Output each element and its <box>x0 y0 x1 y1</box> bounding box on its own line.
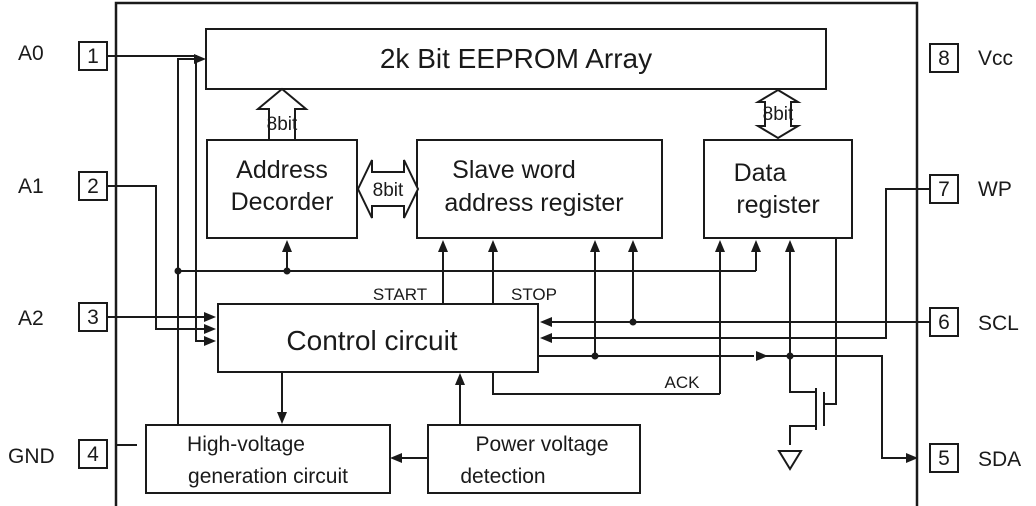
pin-wp-number: 7 <box>938 178 950 201</box>
control-circuit-label: Control circuit <box>286 325 457 356</box>
pin-vcc: 8 Vcc <box>929 43 1013 73</box>
eeprom-array-block: 2k Bit EEPROM Array <box>205 28 827 90</box>
wires <box>116 55 918 471</box>
pin-sda: 5 SDA <box>929 443 1021 473</box>
start-signal-label: START <box>373 285 427 304</box>
pin-wp-name: WP <box>978 178 1012 201</box>
pin-gnd-name: GND <box>8 445 55 468</box>
pvd-line2: detection <box>460 465 545 488</box>
slave-word-address-register-block: Slave word address register <box>416 139 663 239</box>
pin-scl-number: 6 <box>938 311 950 334</box>
pin-a1-number: 2 <box>87 175 99 198</box>
power-voltage-detection-block: Power voltage detection <box>427 424 641 494</box>
hv-line2: generation circuit <box>188 465 348 488</box>
pin-a0: A0 1 <box>18 41 137 71</box>
pin-scl: 6 SCL <box>918 307 1019 337</box>
high-voltage-generation-block: High-voltage generation circuit <box>145 424 391 494</box>
address-decoder-line1: Address <box>236 156 328 184</box>
hv-line1: High-voltage <box>187 433 305 456</box>
pin-a2-number: 3 <box>87 306 99 329</box>
pvd-line1: Power voltage <box>475 433 608 456</box>
arrowheads <box>194 54 918 463</box>
address-decoder-block: Address Decorder <box>206 139 358 239</box>
pin-sda-name: SDA <box>978 448 1021 471</box>
pin-wp: 7 WP <box>918 174 1012 204</box>
pin-a0-number: 1 <box>87 45 99 68</box>
bus-decoder-to-array-label: 8bit <box>267 114 298 135</box>
pin-a0-name: A0 <box>18 42 44 65</box>
address-decoder-line2: Decorder <box>231 188 334 216</box>
pin-a2-name: A2 <box>18 307 44 330</box>
data-register-block: Data register <box>703 139 853 239</box>
slave-register-line1: Slave word <box>452 156 576 184</box>
pin-gnd-number: 4 <box>87 443 99 466</box>
pin-sda-number: 5 <box>938 447 950 470</box>
stop-signal-label: STOP <box>511 285 557 304</box>
bus-decoder-to-array: 8bit <box>255 87 309 141</box>
bus-data-array: 8bit <box>754 88 802 140</box>
chip-outline <box>114 1 919 506</box>
pin-gnd: GND 4 <box>8 439 108 469</box>
control-circuit-block: Control circuit <box>217 303 539 373</box>
bus-decoder-slave-label: 8bit <box>373 180 404 201</box>
pin-vcc-name: Vcc <box>978 47 1013 70</box>
pin-a2: A2 3 <box>18 302 137 332</box>
data-register-line1: Data <box>734 159 787 187</box>
ack-signal-label: ACK <box>665 373 701 392</box>
eeprom-array-label: 2k Bit EEPROM Array <box>380 43 652 74</box>
pin-scl-name: SCL <box>978 312 1019 335</box>
junction-dots <box>174 267 794 360</box>
pin-a1-name: A1 <box>18 175 44 198</box>
slave-register-line2: address register <box>444 189 623 217</box>
bus-data-array-label: 8bit <box>763 104 794 125</box>
pin-a1: A1 2 <box>18 171 137 201</box>
pin-vcc-number: 8 <box>938 47 950 70</box>
data-register-line2: register <box>736 191 819 219</box>
bus-decoder-slave: 8bit <box>356 159 420 219</box>
